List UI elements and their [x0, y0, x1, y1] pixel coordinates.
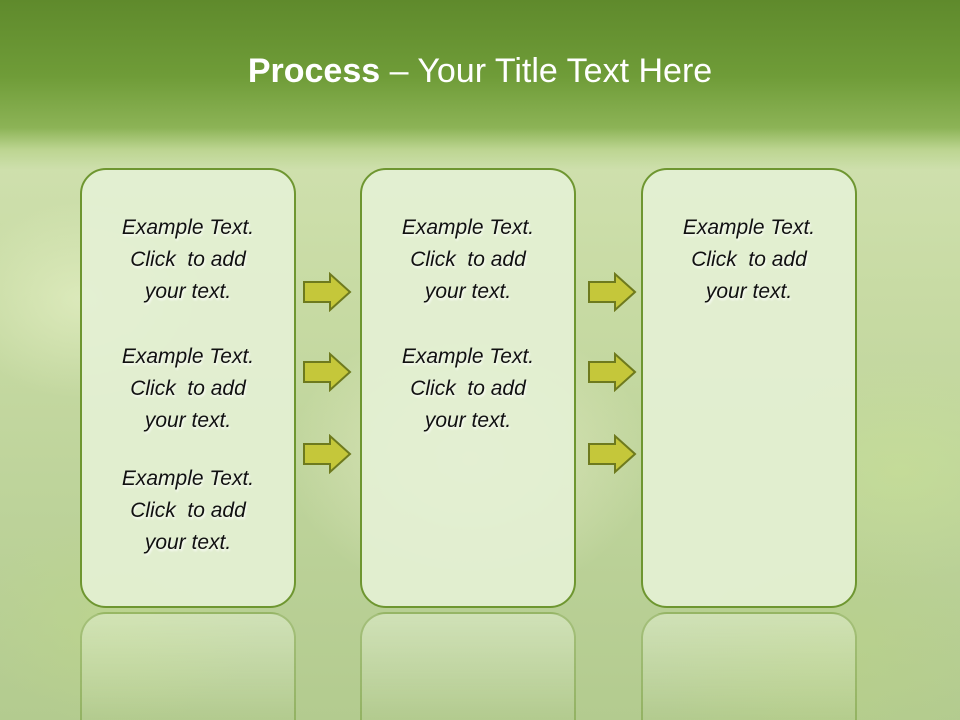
right-arrow-icon[interactable] [302, 352, 352, 392]
process-box-3[interactable]: Example Text. Click to add your text. [641, 168, 857, 608]
text-line: Click to add [130, 377, 246, 400]
text-line: Click to add [130, 248, 246, 271]
text-item[interactable]: Example Text. Click to add your text. [82, 212, 294, 308]
box-reflection [641, 612, 857, 720]
text-line: Click to add [410, 377, 526, 400]
title-bar [0, 0, 960, 170]
text-item[interactable]: Example Text. Click to add your text. [82, 341, 294, 437]
text-item[interactable]: Example Text. Click to add your text. [643, 212, 855, 308]
text-line: Example Text. [682, 216, 816, 239]
text-line: Click to add [410, 248, 526, 271]
text-line: Example Text. [121, 345, 255, 368]
text-item[interactable]: Example Text. Click to add your text. [82, 463, 294, 559]
text-line: your text. [144, 531, 232, 554]
box-reflection [360, 612, 576, 720]
right-arrow-icon[interactable] [587, 434, 637, 474]
text-line: Example Text. [401, 345, 535, 368]
text-line: Click to add [130, 499, 246, 522]
title-bold: Process [247, 52, 381, 90]
text-line: Example Text. [121, 467, 255, 490]
process-box-2[interactable]: Example Text. Click to add your text. Ex… [360, 168, 576, 608]
right-arrow-icon[interactable] [302, 272, 352, 312]
text-item[interactable]: Example Text. Click to add your text. [362, 341, 574, 437]
title-rest: – Your Title Text Here [380, 52, 713, 90]
right-arrow-icon[interactable] [587, 272, 637, 312]
text-item[interactable]: Example Text. Click to add your text. [362, 212, 574, 308]
text-line: your text. [705, 280, 793, 303]
process-box-1[interactable]: Example Text. Click to add your text. Ex… [80, 168, 296, 608]
text-line: Click to add [691, 248, 807, 271]
text-line: your text. [144, 280, 232, 303]
text-line: your text. [144, 409, 232, 432]
right-arrow-icon[interactable] [587, 352, 637, 392]
text-line: your text. [424, 280, 512, 303]
text-line: Example Text. [121, 216, 255, 239]
text-line: Example Text. [401, 216, 535, 239]
slide-title[interactable]: Process – Your Title Text Here [0, 52, 960, 91]
right-arrow-icon[interactable] [302, 434, 352, 474]
text-line: your text. [424, 409, 512, 432]
box-reflection [80, 612, 296, 720]
